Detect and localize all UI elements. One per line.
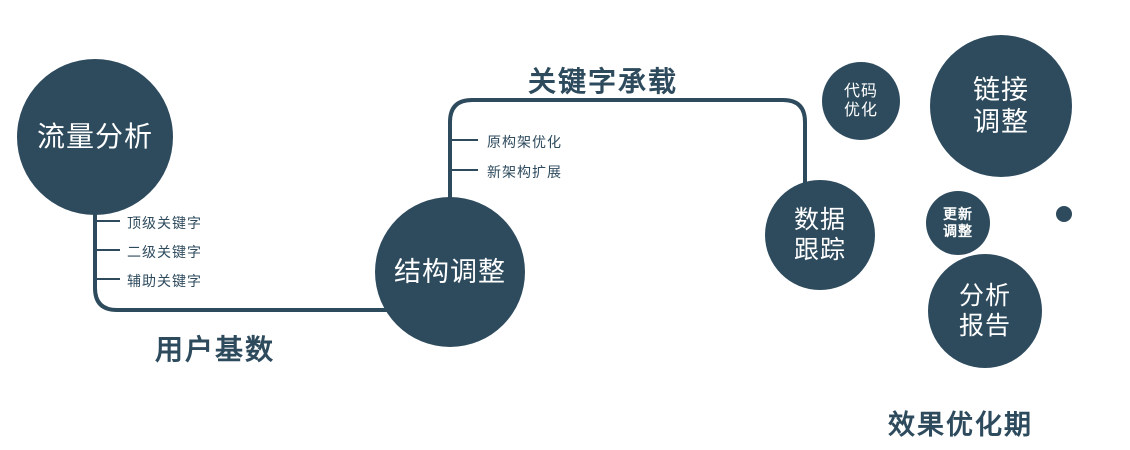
node-data-tracking: 数据 跟踪 xyxy=(765,180,875,290)
node-label: 流量分析 xyxy=(36,121,153,153)
edge-traffic-to-structure xyxy=(93,190,430,312)
node-label: 结构调整 xyxy=(394,256,506,287)
node-label-line2: 跟踪 xyxy=(793,236,846,264)
edge-label-user-base: 用户基数 xyxy=(155,334,276,365)
branch-label-top-keywords: 顶级关键字 xyxy=(127,215,202,231)
node-label-line1: 分析 xyxy=(958,282,1011,310)
node-label-line2: 报告 xyxy=(958,312,1011,340)
branch-label-auxiliary-keywords: 辅助关键字 xyxy=(127,273,202,289)
node-label-line1: 数据 xyxy=(793,206,846,234)
node-label-line2: 优化 xyxy=(843,102,878,119)
branch-label-new-architecture: 新架构扩展 xyxy=(487,164,562,180)
node-label-line2: 调整 xyxy=(973,107,1029,137)
small-dot-marker xyxy=(1056,206,1072,222)
node-update-adjustment: 更新 调整 xyxy=(926,191,990,255)
edge-label-keyword-load: 关键字承载 xyxy=(528,66,679,97)
node-link-adjustment: 链接 调整 xyxy=(930,35,1072,177)
node-label-line1: 更新 xyxy=(943,206,973,223)
branch-label-original-architecture: 原构架优化 xyxy=(487,134,562,150)
node-traffic-analysis: 流量分析 xyxy=(17,59,173,215)
node-label-line2: 调整 xyxy=(943,223,973,239)
branch-label-secondary-keywords: 二级关键字 xyxy=(127,244,202,260)
node-analysis-report: 分析 报告 xyxy=(928,254,1042,368)
edge-structure-to-tracking xyxy=(448,98,807,210)
node-code-optimization: 代码 优化 xyxy=(822,62,900,140)
node-label-line1: 代码 xyxy=(843,82,878,100)
node-label-line1: 链接 xyxy=(973,74,1029,105)
node-structure-adjustment: 结构调整 xyxy=(375,197,525,347)
caption-effect-optimization-period: 效果优化期 xyxy=(888,410,1033,440)
